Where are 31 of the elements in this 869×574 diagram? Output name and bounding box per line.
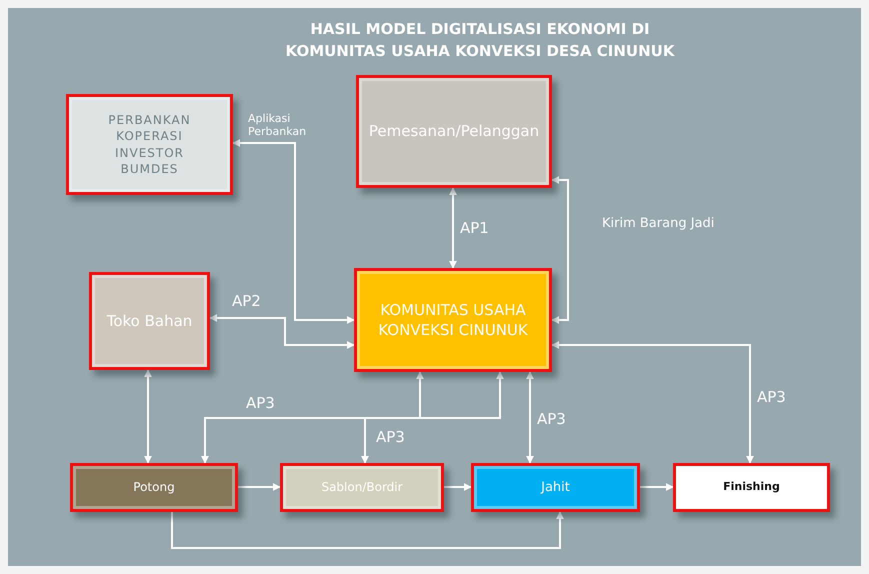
process-box	[66, 94, 233, 195]
process-box	[354, 268, 552, 372]
connector-arrow	[526, 371, 534, 464]
process-box	[89, 272, 210, 370]
connector-arrow	[551, 176, 569, 324]
node-text: Pemesanan/Pelanggan	[368, 121, 540, 142]
diagram-title: HASIL MODEL DIGITALISASI EKONOMI DI KOMUNITAS USAHA KONVEKSI DESA CINUNUK	[284, 19, 676, 62]
process-box	[280, 463, 444, 512]
connector-arrow	[209, 314, 355, 349]
connector-arrow	[449, 187, 457, 269]
node-text: Finishing	[723, 480, 780, 495]
connector-arrow	[551, 341, 754, 464]
connector-arrow	[640, 483, 674, 491]
process-box	[356, 75, 552, 188]
process-box	[673, 463, 830, 512]
node-text: Jahit	[541, 478, 570, 496]
connector-arrow	[444, 483, 472, 491]
connector-arrow	[361, 371, 504, 464]
node-text: PERBANKAN KOPERASI INVESTOR BUMDES	[107, 112, 192, 177]
node-text: Potong	[133, 479, 175, 496]
connector-arrow	[201, 371, 424, 464]
connector-arrow	[171, 511, 564, 549]
process-box	[471, 463, 640, 512]
connector-arrow	[144, 369, 152, 464]
node-text: Toko Bahan	[106, 310, 192, 332]
edge-label: Kirim Barang Jadi	[600, 216, 716, 232]
connector-arrow	[232, 139, 355, 324]
node-text: Sablon/Bordir	[321, 479, 403, 496]
node-text: KOMUNITAS USAHA KONVEKSI CINUNUK	[377, 300, 529, 340]
connector-arrow	[238, 483, 281, 491]
process-box	[70, 463, 238, 512]
